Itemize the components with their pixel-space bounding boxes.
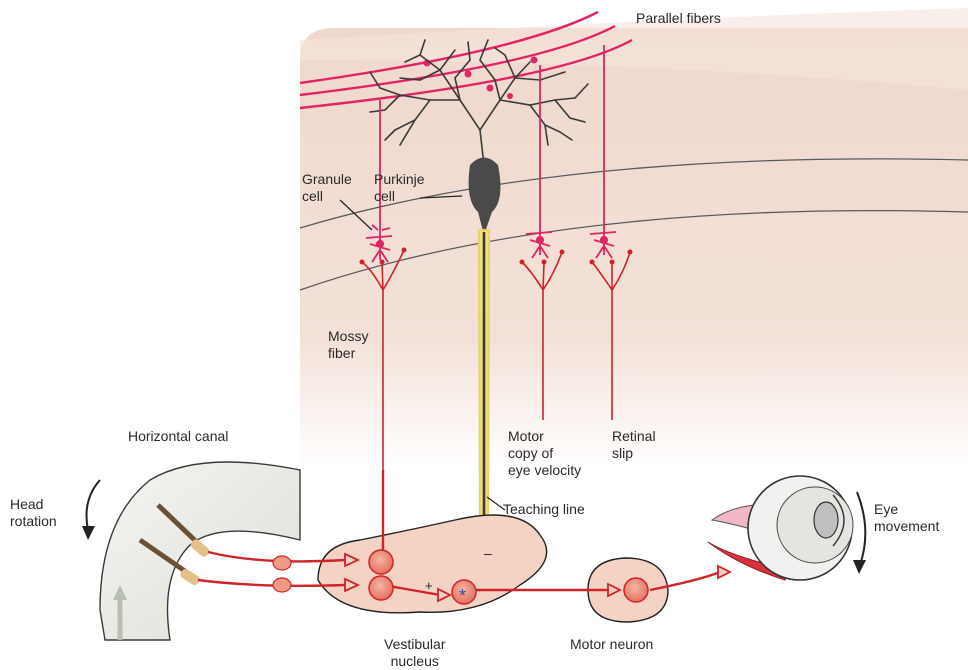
retinal-slip-label: Retinal slip [612, 428, 656, 462]
vestibular-nucleus-label-line1: Vestibular [384, 636, 445, 653]
vestibular-nucleus-label: Vestibular nucleus [384, 636, 445, 670]
afferent-cells [273, 556, 291, 592]
granule-cell-label-line1: Granule [302, 171, 352, 188]
granule-cell-label: Granule cell [302, 171, 352, 205]
horizontal-canal [100, 462, 300, 640]
parallel-fibers-label: Parallel fibers [636, 10, 721, 27]
teaching-line-label: Teaching line [503, 501, 585, 518]
eye-movement-label-line1: Eye [874, 501, 939, 518]
mossy-fiber-label: Mossy fiber [328, 328, 368, 362]
head-rotation-label-line2: rotation [10, 513, 57, 530]
vestibular-nucleus [318, 515, 547, 613]
motor-neuron-label: Motor neuron [570, 636, 653, 653]
vestibular-nucleus-label-line2: nucleus [384, 653, 445, 670]
horizontal-canal-label: Horizontal canal [128, 428, 228, 445]
asterisk-mark: * [459, 586, 466, 606]
plus-sign: + [425, 578, 433, 593]
head-rotation-label-line1: Head [10, 496, 57, 513]
head-rotation-arrow-icon [82, 480, 100, 540]
motor-copy-label: Motor copy of eye velocity [508, 428, 581, 479]
eye-movement-arrow-icon [853, 492, 866, 574]
head-rotation-label: Head rotation [10, 496, 57, 530]
motor-neuron-cell [624, 578, 648, 602]
eye-movement-label: Eye movement [874, 501, 939, 535]
mossy-fiber-label-line2: fiber [328, 345, 368, 362]
purkinje-cell-label-line1: Purkinje [374, 171, 425, 188]
motor-copy-label-line1: Motor [508, 428, 581, 445]
motor-copy-label-line3: eye velocity [508, 462, 581, 479]
purkinje-cell-label-line2: cell [374, 188, 425, 205]
mossy-fiber-label-line1: Mossy [328, 328, 368, 345]
eye-movement-label-line2: movement [874, 518, 939, 535]
retinal-slip-label-line2: slip [612, 445, 656, 462]
eye [708, 476, 853, 580]
motor-copy-label-line2: copy of [508, 445, 581, 462]
purkinje-cell-label: Purkinje cell [374, 171, 425, 205]
minus-sign: – [484, 545, 492, 561]
retinal-slip-label-line1: Retinal [612, 428, 656, 445]
granule-cell-label-line2: cell [302, 188, 352, 205]
